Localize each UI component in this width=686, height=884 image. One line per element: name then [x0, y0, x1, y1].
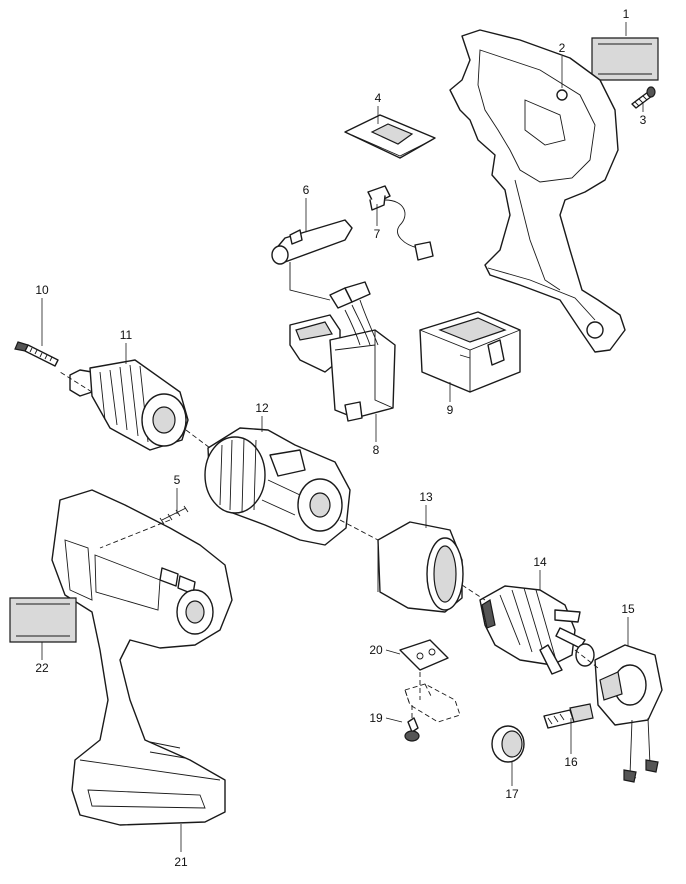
callout-2: 2	[559, 41, 566, 55]
part-1-label-plate	[591, 37, 659, 81]
callout-14: 14	[533, 555, 547, 569]
callout-7: 7	[374, 227, 381, 241]
callout-labels: 1 2 3 4 5 6 7 8 9 10 11 12 13 14 15 16 1…	[35, 7, 646, 869]
part-13-yoke	[377, 521, 464, 613]
part-21-housing-left	[51, 489, 233, 826]
callout-13: 13	[419, 490, 433, 504]
callout-5: 5	[174, 473, 181, 487]
part-11-drill-chuck	[69, 359, 189, 451]
callout-11: 11	[120, 328, 133, 342]
callout-6: 6	[303, 183, 310, 197]
callout-21: 21	[174, 855, 188, 869]
part-22-label-plate	[9, 597, 77, 643]
part-8-switch	[289, 281, 396, 422]
assembly-guide-lines	[59, 371, 599, 718]
callout-8: 8	[373, 443, 380, 457]
part-16-carbon-brush	[543, 703, 594, 729]
callout-15: 15	[621, 602, 635, 616]
callout-12: 12	[255, 401, 269, 415]
part-20-bracket	[399, 639, 461, 723]
callout-3: 3	[640, 113, 647, 127]
callout-19: 19	[369, 711, 383, 725]
part-2-housing-right	[449, 29, 626, 353]
part-6-capacitor	[271, 219, 353, 301]
callout-16: 16	[564, 755, 578, 769]
part-5-spring	[159, 505, 189, 525]
part-19-screw	[404, 717, 420, 742]
callout-9: 9	[447, 403, 454, 417]
callout-10: 10	[35, 283, 49, 297]
callout-1: 1	[623, 7, 630, 21]
callout-4: 4	[375, 91, 382, 105]
callout-leaders	[41, 22, 644, 852]
callout-22: 22	[35, 661, 49, 675]
callout-20: 20	[369, 643, 383, 657]
part-17-brush-cap	[491, 725, 525, 763]
part-9-controller	[419, 311, 521, 393]
callout-17: 17	[505, 787, 519, 801]
part-12-gear-assembly	[204, 427, 351, 546]
part-15-brush-holder	[594, 644, 663, 783]
part-4-switch-lever	[344, 114, 436, 159]
part-3-screw	[631, 86, 656, 109]
part-7-lamp-lead	[367, 185, 434, 261]
part-14-armature	[479, 585, 595, 675]
part-10-bolt	[14, 341, 59, 367]
